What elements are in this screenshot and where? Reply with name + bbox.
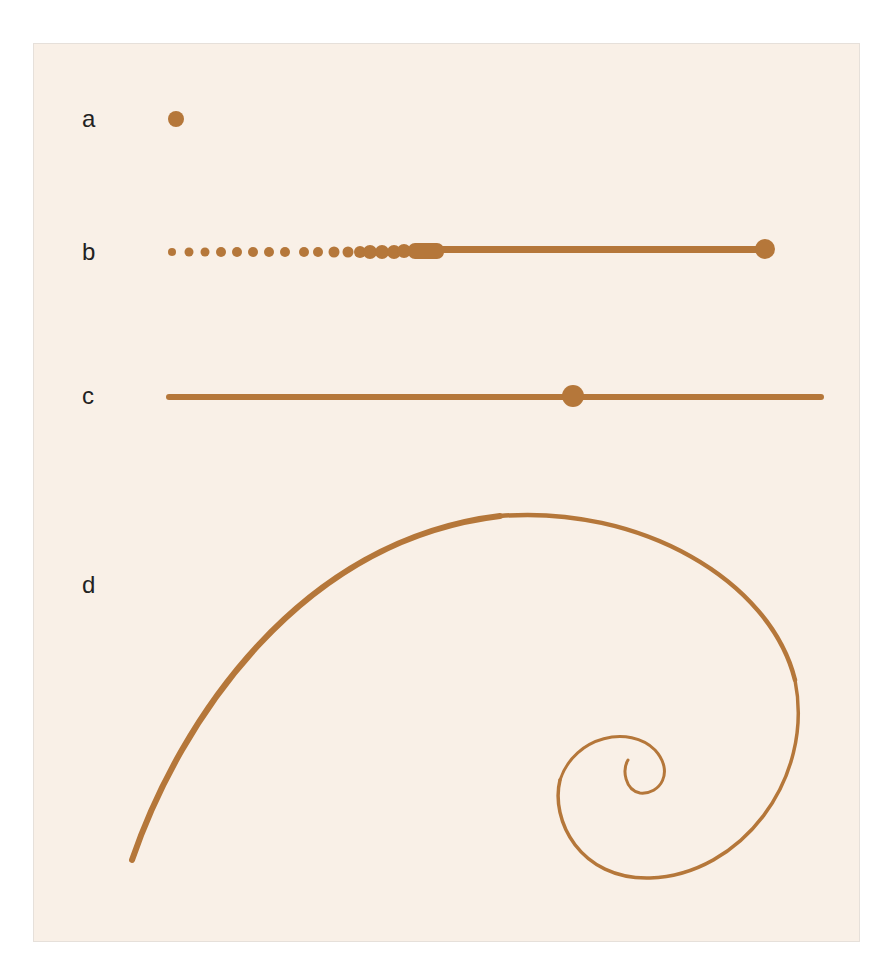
part-letter: b xyxy=(82,240,95,264)
part-letter: d xyxy=(82,573,95,597)
point-dot xyxy=(168,111,184,127)
dotted-line xyxy=(168,239,775,259)
background-panel xyxy=(33,43,860,942)
part-letter: a xyxy=(82,107,95,131)
part-letter: c xyxy=(82,384,94,408)
line-with-point xyxy=(166,385,824,407)
spiral-curve xyxy=(132,515,798,878)
